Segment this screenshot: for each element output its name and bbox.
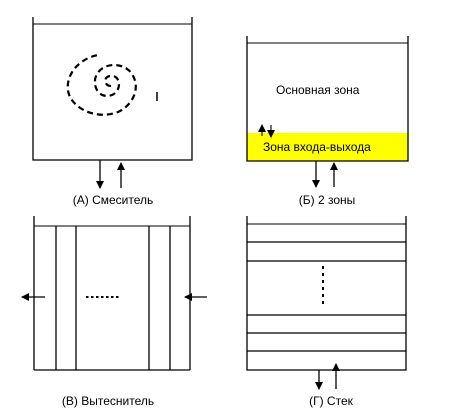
panel-a-mixer xyxy=(32,17,193,189)
tank-d-walls xyxy=(246,216,407,371)
tank-a-walls xyxy=(32,17,193,161)
panel-c-plug-flow xyxy=(21,216,207,371)
main-zone-label: Основная зона xyxy=(276,83,360,97)
panel-d-stack xyxy=(246,216,407,390)
caption-c: (В) Вытеснитель xyxy=(61,394,155,408)
caption-d: (Г) Стек xyxy=(309,394,353,408)
panel-b-two-zones xyxy=(246,36,409,188)
tank-b-walls xyxy=(246,36,409,162)
io-zone-label: Зона входа-выхода xyxy=(263,140,371,154)
caption-a: (А) Смеситель xyxy=(72,193,154,207)
caption-b: (Б) 2 зоны xyxy=(298,193,356,207)
spiral-icon xyxy=(66,53,137,116)
